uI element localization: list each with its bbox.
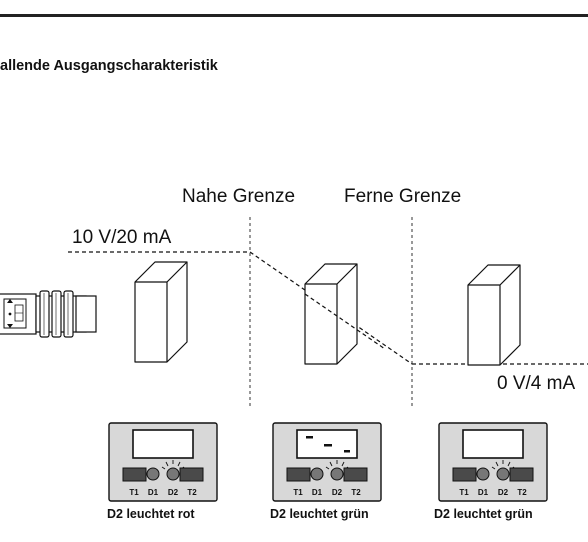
near-limit-label: Nahe Grenze (182, 186, 296, 207)
button-t2 (509, 467, 534, 482)
led-glow-icon (491, 460, 515, 470)
far-limit-label: Ferne Grenze (344, 186, 462, 207)
display-window (462, 429, 524, 459)
button-t2 (343, 467, 368, 482)
button-t2-label: T2 (187, 488, 197, 497)
indicator-panel: T1 D1 D2 T2 (272, 422, 382, 502)
display-window (132, 429, 194, 459)
led-d1 (310, 467, 324, 481)
button-t2-label: T2 (351, 488, 361, 497)
target-object-icon (304, 263, 386, 365)
button-t2 (179, 467, 204, 482)
button-t1 (122, 467, 147, 482)
button-t1-label: T1 (459, 488, 469, 497)
panel-caption: D2 leuchtet grün (434, 507, 533, 521)
indicator-panel: T1 D1 D2 T2 (108, 422, 218, 502)
led-d2 (330, 467, 344, 481)
panel-caption: D2 leuchtet rot (107, 507, 195, 521)
led-d2 (166, 467, 180, 481)
led-d2-label: D2 (168, 488, 179, 497)
button-t1-label: T1 (293, 488, 303, 497)
button-t1 (452, 467, 477, 482)
target-object-icon (134, 261, 188, 363)
led-d2-label: D2 (332, 488, 343, 497)
led-d1-label: D1 (478, 488, 489, 497)
led-d2 (496, 467, 510, 481)
panel-caption: D2 leuchtet grün (270, 507, 369, 521)
button-t1-label: T1 (129, 488, 139, 497)
button-t1 (286, 467, 311, 482)
led-d1-label: D1 (148, 488, 159, 497)
indicator-panel: T1 D1 D2 T2 (438, 422, 548, 502)
button-t2-label: T2 (517, 488, 527, 497)
top-rule (0, 14, 588, 17)
sensor-icon (0, 290, 97, 338)
section-heading: allende Ausgangscharakteristik (0, 58, 218, 74)
led-d1-label: D1 (312, 488, 323, 497)
high-output-label: 10 V/20 mA (72, 227, 172, 248)
led-d1 (146, 467, 160, 481)
target-object-icon (467, 264, 521, 366)
low-output-label: 0 V/4 mA (497, 373, 576, 394)
led-d2-label: D2 (498, 488, 509, 497)
led-d1 (476, 467, 490, 481)
